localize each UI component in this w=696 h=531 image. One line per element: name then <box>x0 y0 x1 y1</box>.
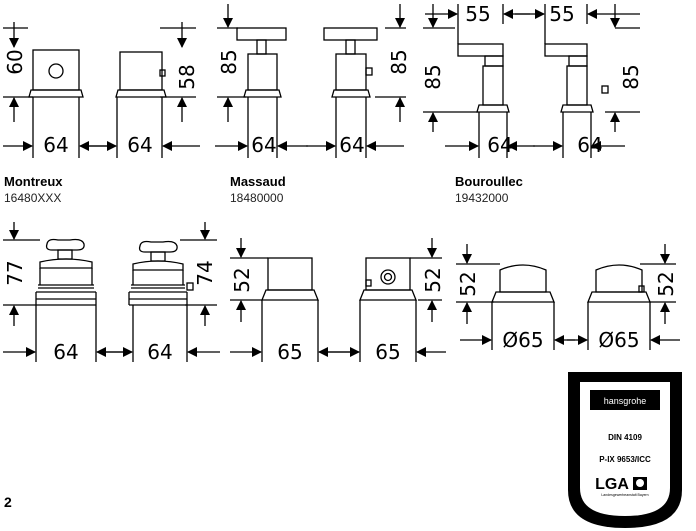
dim-label-55-a: 55 <box>465 2 490 26</box>
bouroullec-handle-left <box>457 43 510 113</box>
dimension-height-52-round-right <box>640 244 676 324</box>
dim-label-77: 77 <box>3 260 27 285</box>
cross-handle-valve-left <box>35 238 97 306</box>
dim-label-52-d: 52 <box>654 271 678 296</box>
dim-label-52-c: 52 <box>456 271 480 296</box>
dim-label-65-b: 65 <box>375 340 400 364</box>
dimension-width-64-pair-4 <box>3 305 220 362</box>
certificate-badge: hansgrohe DIN 4109 P-IX 9653/ICC LGA Lan… <box>568 372 682 528</box>
page-number: 2 <box>4 494 12 510</box>
cert-pix: P-IX 9653/ICC <box>599 455 651 464</box>
dimension-width-65-pair <box>230 300 446 362</box>
cert-brand: hansgrohe <box>604 396 647 406</box>
dim-label-74: 74 <box>193 260 217 285</box>
cert-din: DIN 4109 <box>608 433 642 442</box>
dim-label-52-a: 52 <box>230 267 254 292</box>
dimension-height-85-bouroullec <box>423 4 640 132</box>
massaud-handle-right <box>323 27 378 98</box>
dim-label-64-b: 64 <box>127 133 152 157</box>
dim-label-64-h: 64 <box>147 340 172 364</box>
model-code-montreux: 16480XXX <box>4 191 62 205</box>
round-knob-right <box>587 264 651 303</box>
montreux-handle-left <box>28 49 84 98</box>
dimension-height-52-left <box>230 238 268 322</box>
dim-label-d65-b: Ø65 <box>598 328 639 352</box>
cert-lga-sub: Landesgewerbeanstalt Bayern <box>601 493 648 497</box>
dimension-height-74 <box>180 222 217 326</box>
cross-handle-valve-right <box>128 240 194 306</box>
dim-label-85-b: 85 <box>387 49 411 74</box>
dimension-height-85-massaud <box>217 4 406 122</box>
dim-label-d65-a: Ø65 <box>502 328 543 352</box>
dim-label-60-a: 60 <box>3 49 27 74</box>
model-code-bouroullec: 19432000 <box>455 191 509 205</box>
montreux-handle-right <box>115 51 167 98</box>
dim-label-58-a: 58 <box>175 64 199 89</box>
lga-logo-dot <box>636 479 644 487</box>
model-name-montreux: Montreux <box>4 174 63 189</box>
cert-lga: LGA <box>595 476 629 493</box>
cylinder-knob-right <box>359 257 417 301</box>
dimension-diameter-65-pair <box>460 302 680 350</box>
model-name-bouroullec: Bouroullec <box>455 174 523 189</box>
dimension-height-77 <box>3 222 40 326</box>
dimension-height-52-round-left <box>456 244 500 324</box>
dim-label-52-b: 52 <box>421 267 445 292</box>
dim-label-85-a: 85 <box>217 49 241 74</box>
dimension-width-64-pair-2 <box>215 97 404 158</box>
bouroullec-handle-right <box>544 43 609 113</box>
dimension-width-64-pair-3 <box>445 112 625 158</box>
dimension-width-64-pair-1 <box>3 97 200 158</box>
massaud-handle-left <box>236 27 287 98</box>
dim-label-64-f: 64 <box>577 133 602 157</box>
dimension-height-52-right <box>410 238 442 322</box>
dim-label-85-d: 85 <box>619 64 643 89</box>
dim-label-85-c: 85 <box>421 64 445 89</box>
dim-label-64-c: 64 <box>251 133 276 157</box>
dimension-width-55 <box>425 4 640 44</box>
round-knob-left <box>491 264 555 303</box>
model-code-massaud: 18480000 <box>230 191 284 205</box>
dim-label-65-a: 65 <box>277 340 302 364</box>
model-name-massaud: Massaud <box>230 174 286 189</box>
dimension-height-60 <box>3 22 33 122</box>
cylinder-knob-left <box>261 257 319 301</box>
dim-label-64-g: 64 <box>53 340 78 364</box>
dim-label-64-e: 64 <box>487 133 512 157</box>
dim-label-64-d: 64 <box>339 133 364 157</box>
dim-label-55-b: 55 <box>549 2 574 26</box>
dim-label-64-a: 64 <box>43 133 68 157</box>
